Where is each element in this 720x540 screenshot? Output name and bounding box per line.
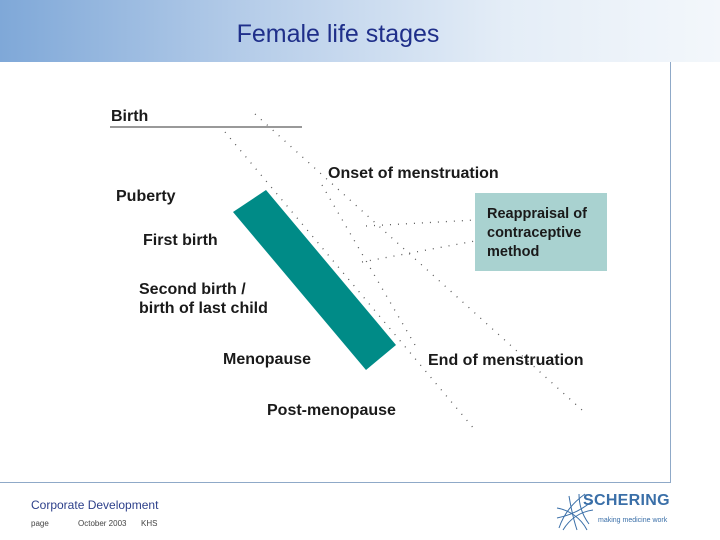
network-globe-icon <box>556 493 594 531</box>
label-post-menopause: Post-menopause <box>267 402 396 419</box>
footer-author: KHS <box>141 519 158 528</box>
label-first-birth: First birth <box>143 232 218 249</box>
dotted-diagonal-1 <box>224 131 476 431</box>
dotted-connector-bottom <box>361 240 476 263</box>
slide-title: Female life stages <box>236 20 440 48</box>
reappraisal-line1: Reappraisal of <box>487 206 587 222</box>
reappraisal-box: Reappraisal of contraceptive method <box>475 193 607 271</box>
label-onset-of-menstruation: Onset of menstruation <box>328 165 499 182</box>
footer-date: October 2003 <box>78 519 127 528</box>
content-frame <box>0 62 671 483</box>
label-birth: Birth <box>111 108 149 125</box>
label-second-birth-line1: Second birth / <box>139 281 246 298</box>
label-menopause: Menopause <box>223 351 312 368</box>
logo-tagline: making medicine work <box>598 517 668 524</box>
reappraisal-line2: contraceptive <box>487 225 582 241</box>
footer-department: Corporate Development <box>31 498 159 512</box>
label-second-birth-line2: birth of last child <box>139 300 268 317</box>
label-end-of-menstruation: End of menstruation <box>428 352 584 369</box>
header-band <box>0 0 720 62</box>
reproductive-years-band <box>233 190 396 370</box>
logo-wordmark: SCHERING <box>583 492 670 509</box>
footer-page: page <box>31 519 49 528</box>
label-puberty: Puberty <box>116 188 176 205</box>
reappraisal-line3: method <box>487 244 540 260</box>
schering-logo: SCHERING making medicine work <box>553 488 693 532</box>
dotted-connector-top <box>365 219 476 227</box>
